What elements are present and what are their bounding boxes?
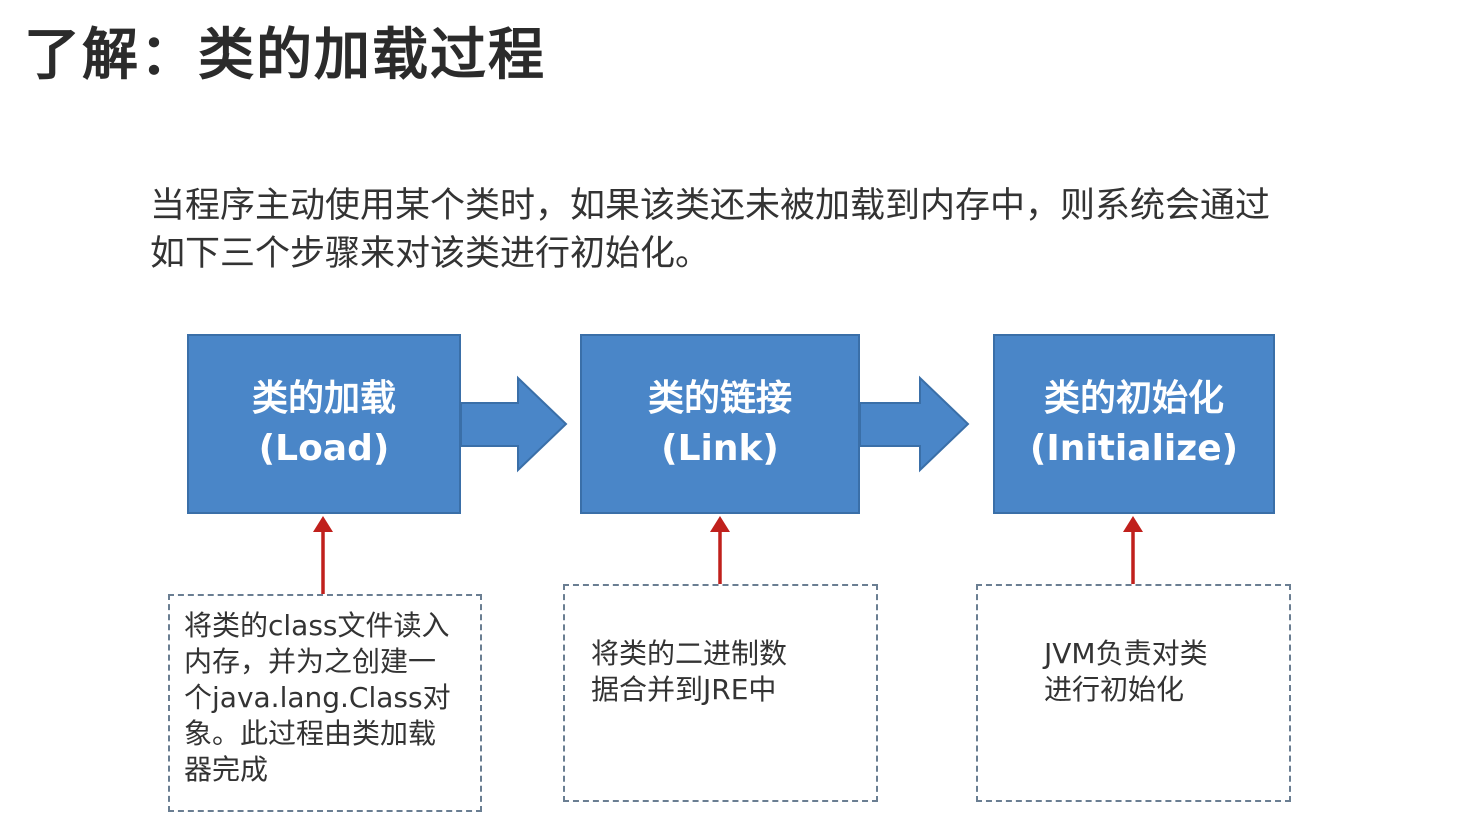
step-english-label: (Link)	[661, 428, 779, 469]
step-label: 类的初始化	[1043, 378, 1224, 419]
flow-arrow-icon	[460, 375, 568, 473]
arrow-up-icon	[313, 516, 333, 594]
arrow-up-icon	[1123, 516, 1143, 584]
step-label: 类的加载	[251, 378, 396, 419]
note-load: 将类的class文件读入 内存，并为之创建一 个java.lang.Class对…	[168, 594, 482, 812]
note-line: 象。此过程由类加载	[184, 717, 437, 750]
step-initialize-box: 类的初始化 (Initialize)	[993, 334, 1275, 514]
intro-paragraph: 当程序主动使用某个类时，如果该类还未被加载到内存中，则系统会通过 如下三个步骤来…	[150, 182, 1450, 278]
step-link-box: 类的链接 (Link)	[580, 334, 860, 514]
note-line: 据合并到JRE中	[591, 673, 777, 706]
intro-line-1: 当程序主动使用某个类时，如果该类还未被加载到内存中，则系统会通过	[150, 186, 1271, 226]
step-english-label: (Load)	[258, 428, 390, 469]
step-english-label: (Initialize)	[1029, 428, 1239, 469]
arrow-up-icon	[710, 516, 730, 584]
note-link: 将类的二进制数 据合并到JRE中	[563, 584, 878, 802]
note-line: 个java.lang.Class对	[184, 681, 451, 714]
note-line: 器完成	[184, 753, 269, 786]
note-line: 进行初始化	[1044, 673, 1185, 706]
note-line: JVM负责对类	[1044, 637, 1208, 670]
note-line: 将类的class文件读入	[184, 609, 450, 642]
note-line: 将类的二进制数	[591, 637, 788, 670]
flow-arrow-icon	[859, 375, 970, 473]
step-label: 类的链接	[647, 378, 792, 419]
note-initialize: JVM负责对类 进行初始化	[976, 584, 1291, 802]
step-load-box: 类的加载 (Load)	[187, 334, 461, 514]
note-line: 内存，并为之创建一	[184, 645, 437, 678]
intro-line-2: 如下三个步骤来对该类进行初始化。	[150, 234, 711, 274]
page-title: 了解：类的加载过程	[24, 23, 546, 88]
